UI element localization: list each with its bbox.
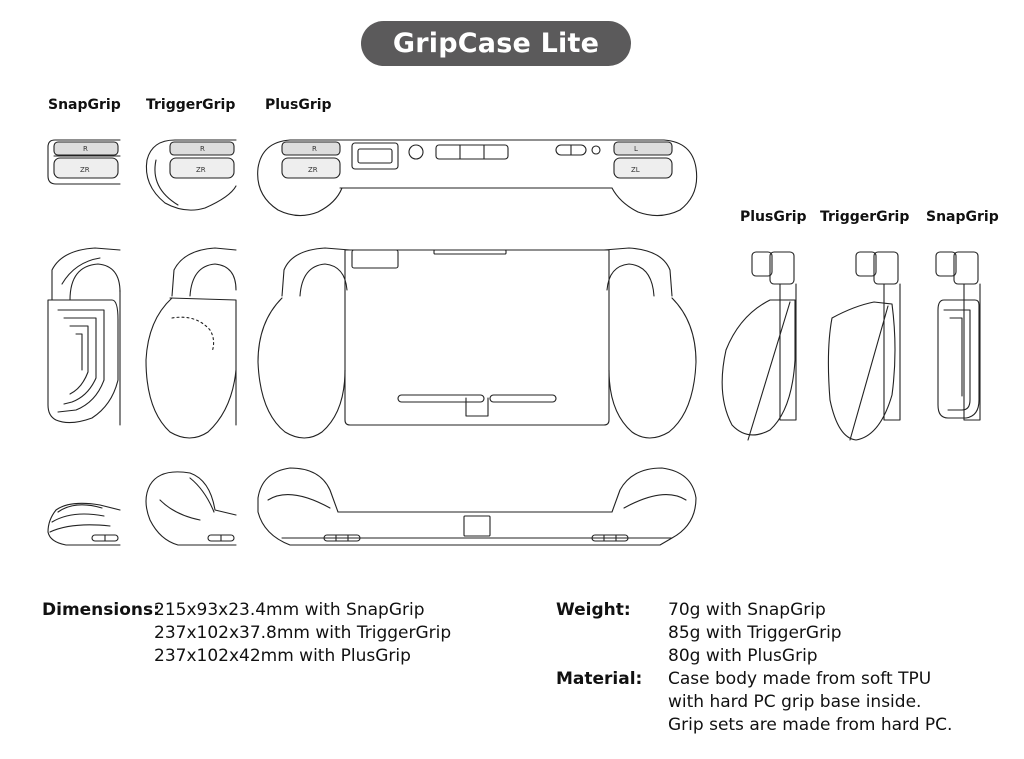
plusgrip-front-view bbox=[258, 248, 696, 438]
spec-dimensions-line: 215x93x23.4mm with SnapGrip bbox=[154, 600, 425, 620]
plusgrip-bottom-view bbox=[258, 468, 696, 545]
plusgrip-side-view bbox=[722, 252, 796, 440]
spec-material-label: Material: bbox=[556, 669, 643, 689]
button-mark-zl: ZL bbox=[631, 166, 640, 174]
spec-material-line: Case body made from soft TPU bbox=[668, 669, 932, 689]
spec-dimensions-label: Dimensions: bbox=[42, 600, 160, 620]
snapgrip-bottom-view bbox=[48, 503, 120, 545]
triggergrip-bottom-view bbox=[146, 472, 236, 545]
plusgrip-top-view: R ZR L ZL bbox=[258, 140, 697, 216]
spec-weight-line: 85g with TriggerGrip bbox=[668, 623, 842, 643]
label-plusgrip-top: PlusGrip bbox=[265, 97, 332, 113]
snapgrip-front-view bbox=[48, 248, 120, 425]
button-mark-zr: ZR bbox=[80, 166, 90, 174]
spec-material-line: with hard PC grip base inside. bbox=[668, 692, 922, 712]
spec-material: Material: Case body made from soft TPU w… bbox=[556, 668, 996, 738]
snapgrip-top-view: R ZR bbox=[48, 140, 120, 184]
button-mark-r: R bbox=[312, 145, 317, 153]
label-triggergrip-side: TriggerGrip bbox=[820, 209, 910, 225]
button-mark-zr: ZR bbox=[196, 166, 206, 174]
spec-dimensions: Dimensions: 215x93x23.4mm with SnapGrip … bbox=[42, 599, 502, 669]
label-plusgrip-side: PlusGrip bbox=[740, 209, 807, 225]
button-mark-r: R bbox=[83, 145, 88, 153]
triggergrip-top-view: R ZR bbox=[146, 140, 236, 210]
spec-dimensions-line: 237x102x37.8mm with TriggerGrip bbox=[154, 623, 452, 643]
page-title: GripCase Lite bbox=[361, 21, 631, 66]
triggergrip-side-view bbox=[828, 252, 900, 440]
label-snapgrip-top: SnapGrip bbox=[48, 97, 121, 113]
spec-material-line: Grip sets are made from hard PC. bbox=[668, 715, 953, 735]
spec-weight: Weight: 70g with SnapGrip 85g with Trigg… bbox=[556, 599, 996, 669]
spec-weight-line: 70g with SnapGrip bbox=[668, 600, 826, 620]
spec-dimensions-line: 237x102x42mm with PlusGrip bbox=[154, 646, 411, 666]
button-mark-zr: ZR bbox=[308, 166, 318, 174]
label-snapgrip-side: SnapGrip bbox=[926, 209, 999, 225]
button-mark-l: L bbox=[634, 145, 638, 153]
snapgrip-side-view bbox=[936, 252, 980, 420]
spec-weight-label: Weight: bbox=[556, 600, 631, 620]
label-triggergrip-top: TriggerGrip bbox=[146, 97, 236, 113]
triggergrip-front-view bbox=[146, 248, 236, 438]
button-mark-r: R bbox=[200, 145, 205, 153]
spec-weight-line: 80g with PlusGrip bbox=[668, 646, 818, 666]
